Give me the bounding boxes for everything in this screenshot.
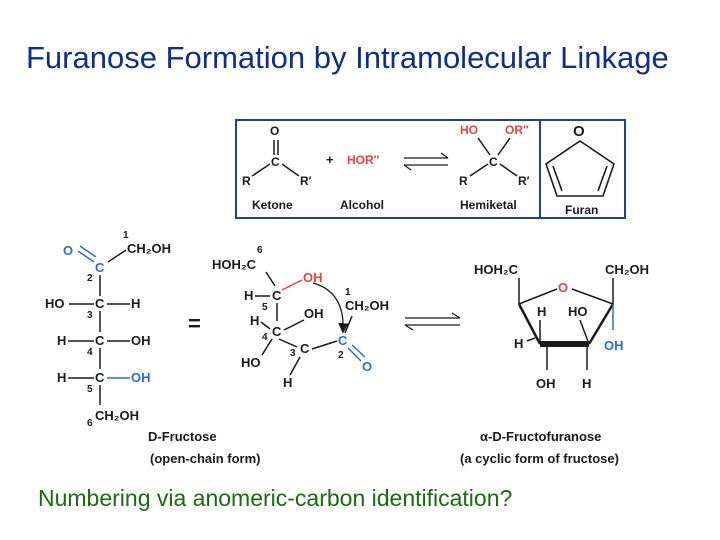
cyc-c4-oh: OH [304, 306, 324, 321]
cyc-carbon-number-3: 3 [290, 348, 296, 359]
attack-arrow [312, 282, 349, 334]
question-caption: Numbering via anomeric-carbon identifica… [38, 485, 513, 511]
furan-oxygen: O [573, 123, 585, 140]
c3-carbon: C [95, 296, 105, 311]
carbon-number-3: 3 [87, 310, 93, 321]
cyc-c2-carbon: C [338, 333, 348, 348]
cyc-c5-carbon: C [272, 288, 282, 303]
open-chain-label: D-Fructose [148, 429, 217, 444]
carbon-number-5: 5 [87, 384, 93, 395]
c5-oh: OH [131, 370, 151, 385]
c4-h: H [57, 333, 66, 348]
hemiketal-r-prime: R′ [518, 174, 530, 188]
cyc-c5-oh: OH [303, 270, 323, 285]
carbon-number-2: 2 [87, 273, 93, 284]
c5-carbon: C [95, 370, 105, 385]
carbon-number-1: 1 [123, 230, 129, 241]
c6-ch2oh: CH₂OH [95, 408, 139, 423]
open-chain-fructose: 1 CH₂OH O C 2 HO C H 3 H C OH 4 H C OH 5… [45, 230, 261, 466]
c3-h: H [131, 296, 140, 311]
ketone-label: Ketone [252, 198, 293, 212]
open-chain-sublabel: (open-chain form) [150, 451, 261, 466]
c5-h: H [57, 370, 66, 385]
alcohol-structure: HOR″ Alcohol [340, 153, 384, 212]
carbon-number-4: 4 [87, 347, 93, 358]
hemiketal-structure: HO OR″ C R R′ Hemiketal [459, 123, 530, 212]
cyc-c3-ho: HO [241, 355, 261, 370]
cyc-c5-h: H [244, 288, 253, 303]
c1-ch2oh: CH₂OH [127, 241, 171, 256]
cyc-c3-h: H [283, 375, 292, 390]
ff-hoh2c: HOH₂C [474, 262, 519, 277]
c4-carbon: C [95, 333, 105, 348]
ketone-oxygen: O [270, 124, 279, 138]
ketone-carbon: C [271, 155, 280, 169]
cyc-carbon-number-5: 5 [262, 302, 268, 313]
ketone-r-prime: R′ [300, 174, 312, 188]
furanose-sublabel: (a cyclic form of fructose) [460, 451, 619, 466]
hemiketal-carbon: C [489, 155, 498, 169]
ff-ch2oh: CH₂OH [605, 262, 649, 277]
furanose-label: α-D-Fructofuranose [480, 429, 601, 444]
cyc-carbon-number-4: 4 [262, 332, 268, 343]
ff-c4-h: H [537, 304, 546, 319]
hemiketal-r: R [459, 174, 468, 188]
hemiketal-or: OR″ [505, 123, 529, 137]
reaction-box [235, 119, 626, 219]
furan-label: Furan [565, 203, 598, 217]
ff-c4-oh: OH [536, 376, 556, 391]
cyc-c1-ch2oh: CH₂OH [345, 298, 389, 313]
page-title: Furanose Formation by Intramolecular Lin… [26, 40, 669, 75]
hemiketal-label: Hemiketal [460, 198, 517, 212]
cyc-c4-h: H [250, 313, 259, 328]
ketone-r: R [242, 174, 251, 188]
cyc-carbon-number-1: 1 [345, 287, 351, 298]
carbon-number-6: 6 [87, 418, 93, 429]
equals-sign: = [188, 311, 201, 336]
ff-c3-ho: HO [568, 304, 588, 319]
hemiketal-ho: HO [460, 123, 478, 137]
plus-sign: + [326, 152, 334, 167]
ff-c5-h: H [514, 336, 523, 351]
c2-carbonyl-oxygen: O [63, 243, 73, 258]
equilibrium-arrows-middle [404, 312, 461, 331]
equilibrium-arrows-top [403, 152, 449, 171]
cyc-c2-oxygen: O [362, 359, 372, 374]
alcohol-formula: HOR″ [347, 153, 380, 167]
ff-anomeric-oh: OH [604, 338, 624, 353]
c4-oh: OH [131, 333, 151, 348]
cyc-c3-carbon: C [300, 341, 310, 356]
ff-c3-h: H [582, 376, 591, 391]
cyc-c6-hoh2c: HOH₂C [212, 257, 257, 272]
alcohol-label: Alcohol [340, 198, 384, 212]
ff-ring-oxygen: O [558, 280, 568, 295]
c2-carbon: C [95, 260, 105, 275]
cyc-carbon-number-2: 2 [338, 350, 344, 361]
furan-structure: O Furan [545, 123, 615, 217]
ketone-structure: O C R R′ Ketone [242, 124, 312, 212]
alpha-fructofuranose: HOH₂C CH₂OH O H HO H OH OH H α-D-Fructof… [460, 262, 649, 466]
cyclizing-fructose: 6 HOH₂C OH H C 5 H C 4 OH HO C 3 H C 2 1… [212, 245, 389, 390]
c3-ho: HO [45, 296, 65, 311]
cyc-c4-carbon: C [272, 324, 282, 339]
cyc-carbon-number-6: 6 [257, 245, 263, 256]
